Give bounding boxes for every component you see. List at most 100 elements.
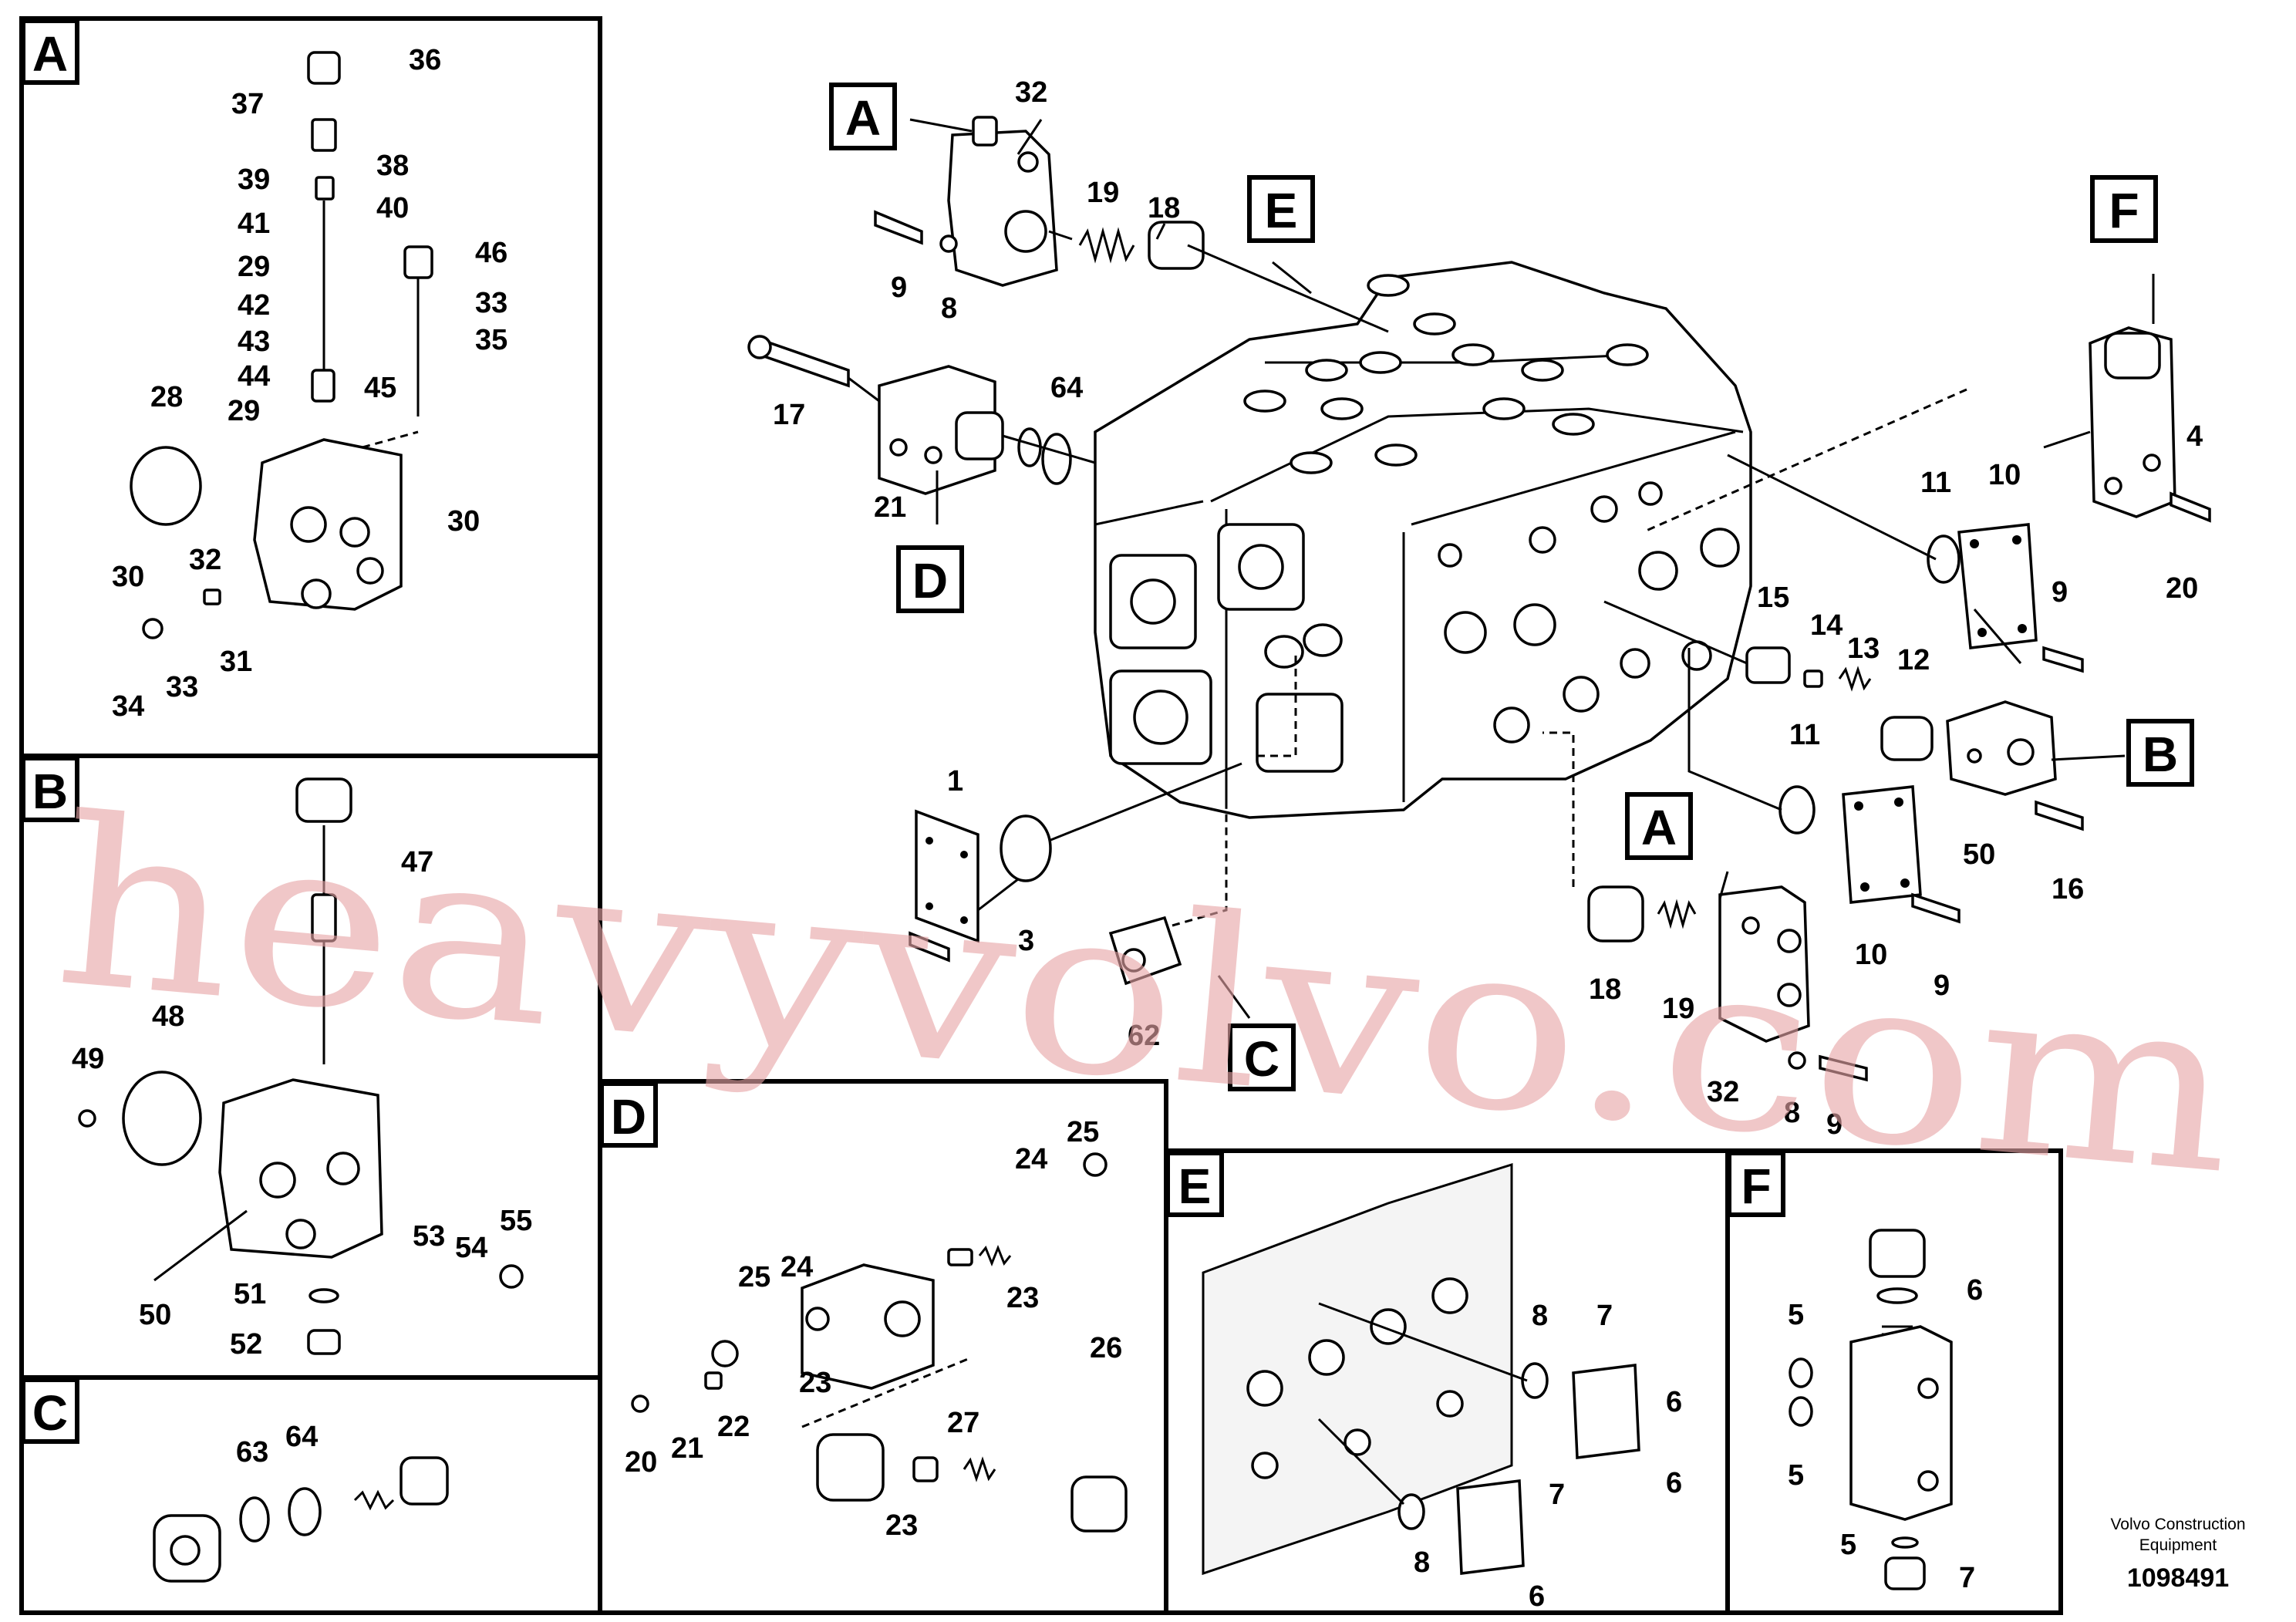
part-label: 64 — [1050, 372, 1083, 404]
part-label: 9 — [1826, 1108, 1843, 1141]
part-label: 24 — [1015, 1143, 1047, 1175]
part-label: 30 — [112, 561, 144, 593]
part-label: 32 — [189, 544, 221, 576]
part-label: 39 — [238, 164, 270, 196]
part-label: 27 — [947, 1407, 979, 1439]
part-label: 36 — [409, 44, 441, 76]
part-label: 25 — [1067, 1116, 1099, 1148]
panel-f-label: F — [1741, 1158, 1771, 1214]
part-label: 10 — [1988, 459, 2021, 491]
part-label: 18 — [1148, 192, 1180, 224]
part-label: 42 — [238, 289, 270, 322]
part-label: 54 — [455, 1232, 487, 1264]
part-label: 6 — [1666, 1467, 1682, 1499]
part-label: 9 — [2052, 576, 2068, 609]
panel-e-parts — [1202, 1162, 1640, 1576]
panel-c-parts — [153, 1456, 449, 1583]
callout-b: B — [2143, 727, 2178, 782]
part-label: 8 — [1532, 1300, 1548, 1332]
part-label: 17 — [773, 399, 805, 431]
part-label: 23 — [799, 1367, 831, 1399]
part-label: 9 — [891, 271, 907, 304]
part-label: 41 — [238, 207, 270, 240]
panel-d-label: D — [611, 1089, 646, 1145]
part-label: 1 — [947, 765, 963, 798]
part-label: 32 — [1707, 1076, 1739, 1108]
part-label: 3 — [1018, 925, 1034, 957]
credit-block: Volvo Construction Equipment 1098491 — [2110, 1516, 2245, 1593]
section-labels: A B C D E F A E F D B A C — [21, 19, 2194, 1444]
part-label: 13 — [1847, 632, 1880, 665]
part-label: 10 — [1855, 939, 1887, 971]
panel-a-frame — [19, 16, 602, 758]
credit-line-1: Volvo Construction — [2110, 1516, 2245, 1533]
part-label: 19 — [1662, 993, 1694, 1025]
part-label: 5 — [1788, 1459, 1804, 1492]
part-label: 53 — [413, 1220, 445, 1253]
callout-f: F — [2109, 183, 2139, 238]
panel-b-parts — [78, 777, 524, 1355]
leader-lines — [909, 118, 2155, 1019]
part-label: 19 — [1087, 177, 1119, 209]
part-label: 6 — [1529, 1580, 1545, 1613]
part-label: 11 — [1920, 467, 1951, 499]
part-label: 18 — [1589, 973, 1621, 1006]
part-label: 45 — [364, 372, 396, 404]
part-label: 50 — [139, 1299, 171, 1331]
panel-f-parts — [1789, 1229, 1953, 1590]
part-label: 8 — [941, 292, 957, 325]
part-label: 25 — [738, 1261, 770, 1293]
part-label: 62 — [1128, 1020, 1160, 1052]
part-label: 46 — [475, 237, 507, 269]
part-label: 8 — [1414, 1546, 1430, 1579]
part-label: 21 — [874, 491, 906, 524]
part-label: 43 — [238, 325, 270, 358]
part-label: 35 — [475, 324, 507, 356]
panel-a-parts — [130, 51, 433, 639]
part-label: 12 — [1897, 644, 1930, 676]
part-label: 22 — [717, 1411, 750, 1443]
part-label: 26 — [1090, 1332, 1122, 1364]
part-label: 34 — [112, 690, 144, 723]
callout-e: E — [1265, 183, 1298, 238]
part-label: 20 — [2166, 572, 2198, 605]
part-label: 49 — [72, 1043, 104, 1075]
part-number-labels: 36 37 38 39 40 41 29 42 43 44 45 46 33 3… — [72, 44, 2203, 1613]
part-label: 6 — [1967, 1274, 1983, 1307]
part-label: 38 — [376, 150, 409, 182]
part-label: 55 — [500, 1205, 532, 1237]
part-label: 48 — [152, 1000, 184, 1033]
part-label: 5 — [1788, 1299, 1804, 1331]
part-label: 23 — [885, 1509, 918, 1542]
part-label: 24 — [781, 1251, 813, 1283]
part-label: 29 — [228, 395, 260, 427]
block-top-ports — [1243, 274, 1649, 474]
part-label: 9 — [1934, 969, 1950, 1002]
part-label: 33 — [475, 287, 507, 319]
diagram-code: 1098491 — [2127, 1563, 2229, 1593]
part-label: 11 — [1789, 719, 1820, 751]
panel-e-label: E — [1178, 1158, 1212, 1214]
part-label: 16 — [2052, 873, 2084, 905]
callout-a-top: A — [845, 90, 881, 146]
part-label: 51 — [234, 1278, 266, 1310]
part-label: 30 — [447, 505, 480, 538]
part-label: 14 — [1810, 609, 1843, 642]
part-label: 64 — [285, 1421, 318, 1453]
part-label: 40 — [376, 192, 409, 224]
panel-b-label: B — [32, 764, 68, 819]
part-label: 28 — [150, 381, 183, 413]
part-label: 7 — [1959, 1562, 1975, 1594]
part-label: 15 — [1757, 582, 1789, 614]
part-label: 4 — [2186, 420, 2203, 453]
part-label: 20 — [625, 1446, 657, 1479]
part-label: 32 — [1015, 76, 1047, 109]
part-label: 50 — [1963, 838, 1995, 871]
callout-d: D — [912, 553, 948, 609]
part-label: 29 — [238, 251, 270, 283]
panel-a-label: A — [32, 26, 68, 82]
part-label: 44 — [238, 360, 270, 393]
part-label: 5 — [1840, 1529, 1856, 1561]
part-label: 6 — [1666, 1386, 1682, 1418]
